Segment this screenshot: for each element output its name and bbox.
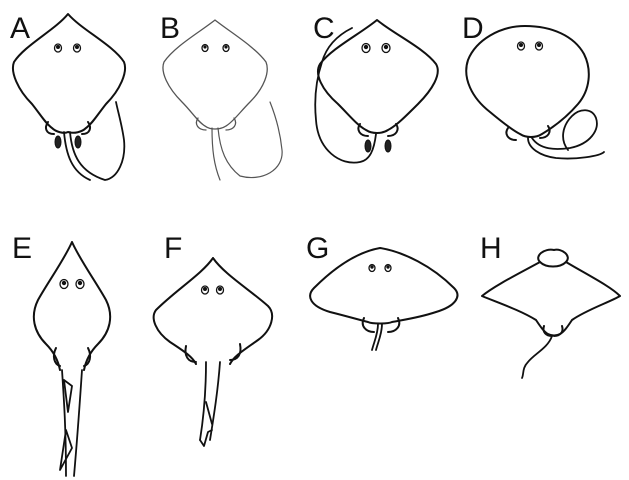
panel-a: A: [10, 12, 125, 180]
panel-h: H: [480, 232, 620, 378]
panel-label-a: A: [10, 12, 30, 45]
panel-c: C: [313, 12, 438, 163]
ray-drawing-f: [154, 258, 272, 446]
panel-f: F: [154, 232, 272, 446]
panel-label-d: D: [462, 12, 484, 45]
panel-label-b: B: [160, 12, 180, 45]
ray-drawing-d: [466, 26, 604, 159]
panel-e: E: [12, 232, 110, 476]
ray-drawing-e: [34, 242, 110, 476]
panel-label-g: G: [306, 232, 329, 265]
ray-drawing-c: [315, 20, 438, 163]
ray-drawing-g: [310, 248, 457, 350]
panel-label-c: C: [313, 12, 335, 45]
panel-d: D: [462, 12, 604, 159]
panel-g: G: [306, 232, 457, 350]
panel-b: B: [160, 12, 282, 180]
ray-drawing-b: [163, 20, 282, 180]
ray-drawing-h: [482, 250, 620, 378]
panel-label-f: F: [164, 232, 182, 265]
panel-label-e: E: [12, 232, 32, 265]
panel-label-h: H: [480, 232, 502, 265]
